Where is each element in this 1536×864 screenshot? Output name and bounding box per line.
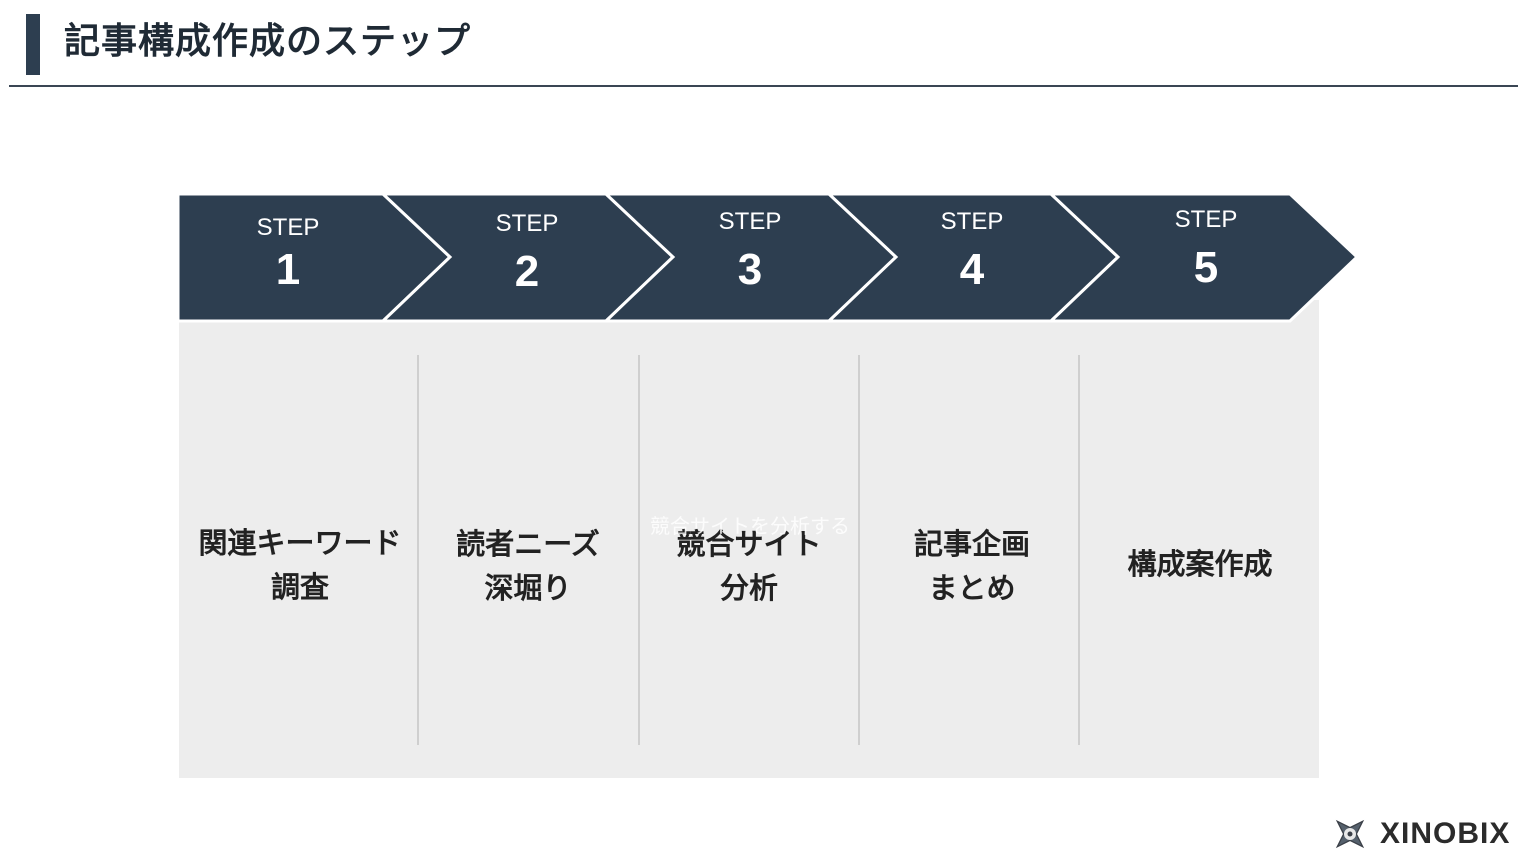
column-divider	[638, 355, 640, 745]
step-1-label: STEP	[256, 214, 320, 241]
title-divider	[9, 85, 1518, 87]
step-2-description: 読者ニーズ 深堀り	[456, 527, 600, 605]
step-5-chevron	[1047, 192, 1360, 323]
step-5-label: STEP	[1174, 206, 1238, 233]
overlay-caption: 競合サイトを分析する	[650, 514, 850, 538]
step-3-description: 競合サイト 分析	[676, 527, 822, 605]
step-4-description: 記事企画 まとめ	[913, 527, 1030, 605]
steps-content-panel	[179, 300, 1319, 778]
shuriken-logo-icon	[1335, 819, 1365, 849]
step-3-label: STEP	[718, 208, 782, 235]
brand-logo: XINOBIX	[1328, 810, 1528, 858]
step-5-description: 構成案作成	[1127, 547, 1273, 581]
step-2-label: STEP	[495, 210, 559, 237]
column-divider	[417, 355, 419, 745]
brand-name: XINOBIX	[1380, 817, 1511, 850]
step-2-number: 2	[514, 247, 540, 296]
step-4-label: STEP	[940, 208, 1004, 235]
title-accent-bar	[26, 14, 40, 75]
column-divider	[1078, 355, 1080, 745]
column-divider	[858, 355, 860, 745]
step-5-number: 5	[1193, 243, 1219, 292]
step-3-number: 3	[737, 245, 763, 294]
page-title: 記事構成作成のステップ	[64, 21, 472, 62]
step-1-number: 1	[275, 245, 301, 294]
step-1-description: 関連キーワード 調査	[198, 526, 402, 604]
step-4-number: 4	[959, 245, 985, 294]
